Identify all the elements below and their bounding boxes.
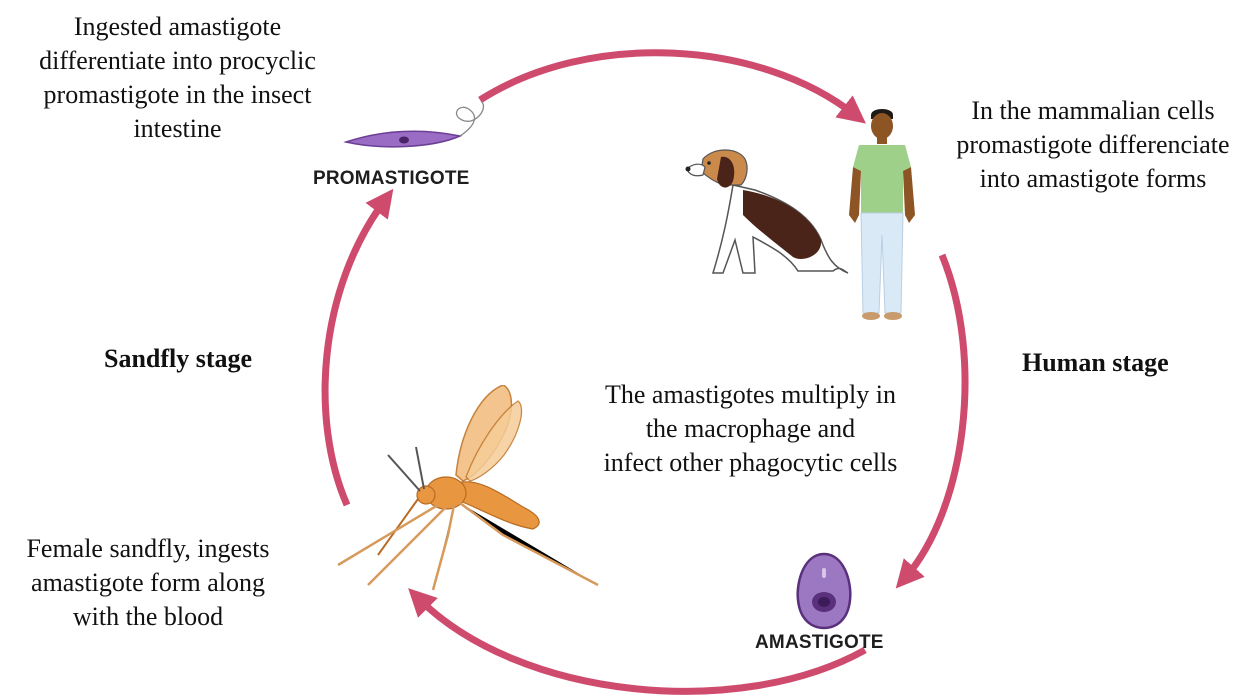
center-caption: The amastigotes multiply in the macropha… [578, 378, 923, 480]
human-stage-label: Human stage [1022, 348, 1169, 378]
dog-icon [683, 145, 853, 280]
amastigote-label: AMASTIGOTE [755, 632, 884, 654]
sandfly-stage-label: Sandfly stage [104, 344, 252, 374]
arrow-top [480, 53, 855, 115]
top-right-caption: In the mammalian cells promastigote diff… [932, 94, 1254, 196]
bottom-left-caption: Female sandfly, ingests amastigote form … [0, 532, 296, 634]
amastigote-icon [794, 552, 854, 630]
top-left-caption: Ingested amastigote differentiate into p… [10, 10, 345, 146]
sandfly-icon [328, 385, 608, 595]
human-icon [845, 105, 920, 323]
promastigote-label: PROMASTIGOTE [313, 168, 470, 190]
promastigote-icon [342, 100, 492, 160]
